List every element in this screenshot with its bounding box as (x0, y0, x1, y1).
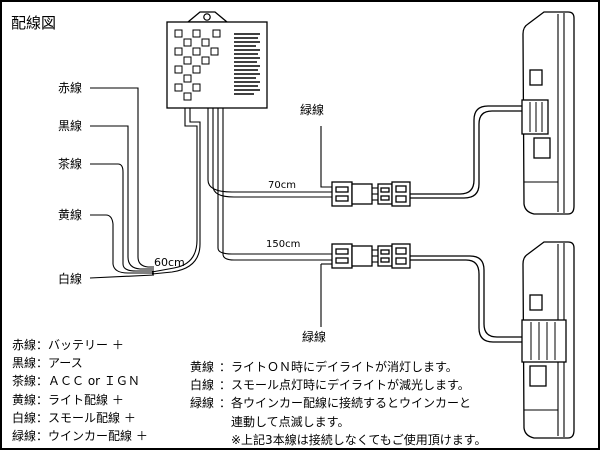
legend-desc: ：ＡＣＣ or ＩＧＮ (36, 374, 140, 389)
note-colon: ： (219, 378, 232, 393)
legend-row-yellow: 黄線：ライト配線 ＋ (12, 391, 148, 409)
legend-row-black: 黒線：アース (12, 354, 148, 372)
lower-daylight-lamp (521, 241, 575, 439)
note-footnote: ※上記3本線は接続しなくてもご使用頂けます。 (231, 432, 487, 447)
wire-label-yellow: 黄線 (58, 207, 82, 222)
legend-desc: ：スモール配線 ＋ (36, 410, 136, 425)
wire-legend: 赤線：バッテリー ＋ 黒線：アース 茶線：ＡＣＣ or ＩＧＮ 黄線：ライト配線… (12, 336, 148, 445)
legend-wire: 緑線 (12, 429, 37, 444)
legend-desc: ：バッテリー ＋ (36, 338, 124, 352)
length-label-150cm: 150cm (266, 239, 300, 250)
wire-label-white: 白線 (58, 271, 82, 286)
note-yellow: 黄線 ：ライトＯＮ時にデイライトが消灯します。 (190, 358, 487, 376)
wire-label-red: 赤線 (58, 80, 82, 95)
diagram-title: 配線図 (11, 14, 56, 32)
note-text: 各ウインカー配線に接続するとウインカーと (231, 396, 472, 411)
legend-row-red: 赤線：バッテリー ＋ (12, 336, 148, 354)
legend-wire: 黄線 (12, 392, 37, 407)
unit-label-pattern (174, 29, 221, 101)
note-wire: 緑線 (190, 396, 215, 411)
left-wire-bundle (89, 87, 155, 279)
wiring-notes: 黄線：ライトＯＮ時にデイライトが消灯します。 白線：スモール点灯時にデイライトが… (190, 358, 487, 449)
legend-desc: ：ライト配線 ＋ (36, 392, 124, 407)
lamp-cables (410, 105, 522, 343)
unit-output-wires (151, 108, 224, 275)
legend-desc: ：ウインカー配線 ＋ (36, 429, 148, 444)
legend-desc: ：アース (36, 356, 83, 371)
wire-label-green-top: 緑線 (300, 102, 324, 117)
legend-wire: 赤線 (12, 338, 37, 352)
mount-hole (203, 13, 211, 21)
note-green-continued: 連動して点滅します。 (231, 414, 350, 429)
upper-branch (207, 126, 332, 198)
note-text: スモール点灯時にデイライトが減光します。 (231, 378, 470, 393)
note-text: ライトＯＮ時にデイライトが消灯します。 (231, 360, 458, 374)
legend-wire: 黒線 (12, 356, 37, 371)
note-colon: ： (219, 396, 232, 411)
legend-row-green: 緑線：ウインカー配線 ＋ (12, 427, 148, 445)
lower-branch (217, 247, 332, 327)
note-green: 緑線 ：各ウインカー配線に接続するとウインカーと (190, 394, 487, 412)
control-unit (166, 11, 268, 109)
legend-row-white: 白線：スモール配線 ＋ (12, 409, 148, 427)
length-label-70cm: 70cm (268, 180, 296, 191)
note-white: 白線 ：スモール点灯時にデイライトが減光します。 (190, 376, 487, 394)
wire-label-black: 黒線 (58, 118, 82, 133)
unit-label-text-lines (234, 33, 260, 95)
length-label-60cm: 60cm (154, 256, 185, 269)
legend-wire: 白線 (12, 410, 37, 425)
wire-label-brown: 茶線 (58, 156, 82, 171)
note-wire: 黄線 (190, 360, 215, 374)
upper-daylight-lamp (521, 11, 575, 215)
note-colon: ： (219, 360, 232, 374)
legend-row-brown: 茶線：ＡＣＣ or ＩＧＮ (12, 372, 148, 390)
upper-connector (331, 181, 411, 207)
note-wire: 白線 (190, 378, 215, 393)
lower-connector (331, 243, 411, 269)
wire-label-green-bottom: 緑線 (302, 329, 326, 344)
legend-wire: 茶線 (12, 374, 37, 389)
